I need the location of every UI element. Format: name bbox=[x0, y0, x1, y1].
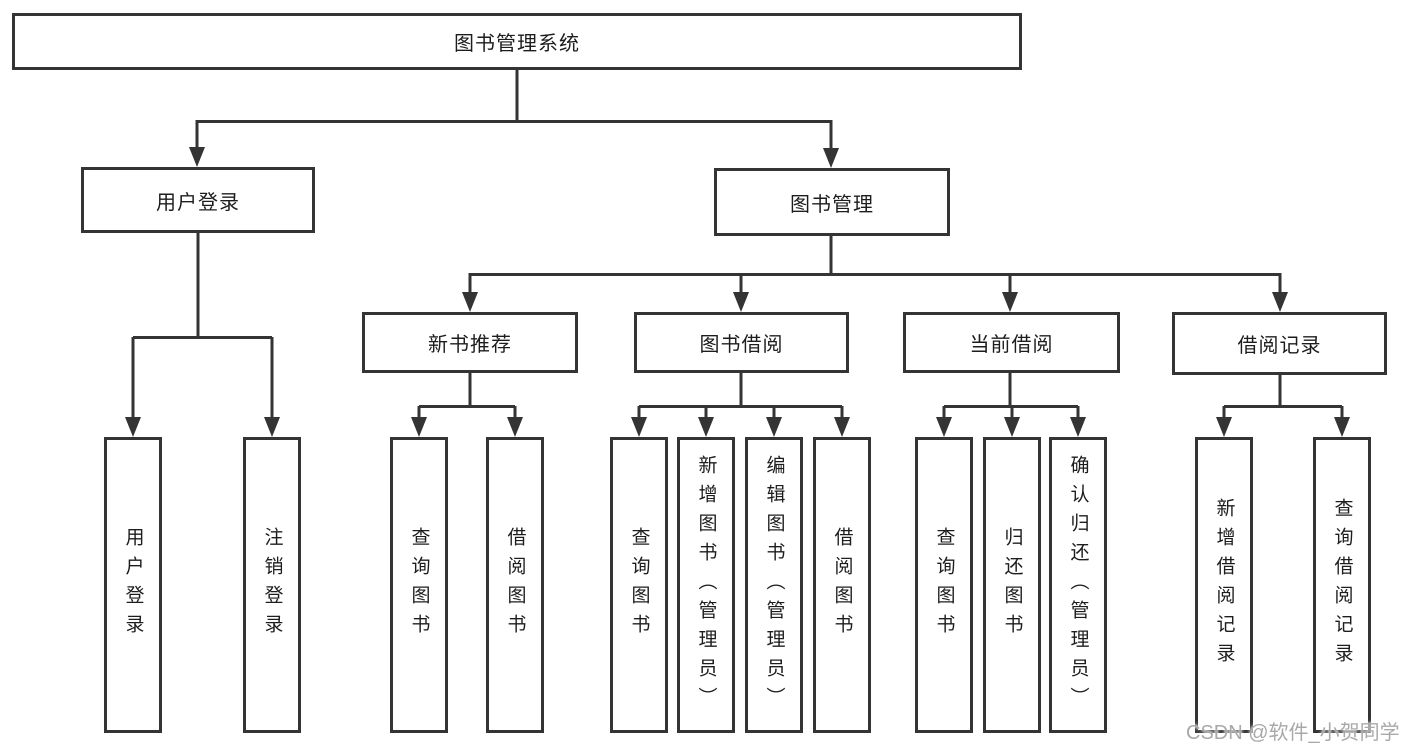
leaf-borrow-query-book: 查询图书 bbox=[610, 437, 668, 733]
node-user-login: 用户登录 bbox=[81, 167, 315, 233]
leaf-confirm-return-admin-label: 确认归还（管理员） bbox=[1067, 454, 1089, 716]
leaf-user-login-label: 用户登录 bbox=[122, 527, 144, 643]
node-borrow-record: 借阅记录 bbox=[1172, 312, 1387, 375]
leaf-current-query-book-label: 查询图书 bbox=[933, 527, 955, 643]
node-current-borrow-label: 当前借阅 bbox=[969, 334, 1054, 356]
node-root-system-label: 图书管理系统 bbox=[454, 33, 580, 55]
leaf-borrow-query-book-label: 查询图书 bbox=[628, 527, 650, 643]
leaf-return-book: 归还图书 bbox=[983, 437, 1041, 733]
leaf-add-borrow-record: 新增借阅记录 bbox=[1195, 437, 1253, 733]
leaf-current-query-book: 查询图书 bbox=[915, 437, 973, 733]
leaf-user-login: 用户登录 bbox=[104, 437, 162, 733]
leaf-borrow-book-label: 借阅图书 bbox=[831, 527, 853, 643]
leaf-edit-book-admin: 编辑图书（管理员） bbox=[745, 437, 803, 733]
leaf-logout-label: 注销登录 bbox=[261, 527, 283, 643]
leaf-recommend-query-book: 查询图书 bbox=[390, 437, 448, 733]
leaf-recommend-borrow-book-label: 借阅图书 bbox=[504, 527, 526, 643]
leaf-add-book-admin: 新增图书（管理员） bbox=[677, 437, 735, 733]
node-current-borrow: 当前借阅 bbox=[903, 312, 1120, 373]
leaf-add-borrow-record-label: 新增借阅记录 bbox=[1213, 498, 1235, 672]
node-book-borrow-label: 图书借阅 bbox=[699, 334, 784, 356]
leaf-query-borrow-record-label: 查询借阅记录 bbox=[1331, 498, 1353, 672]
node-book-borrow: 图书借阅 bbox=[634, 312, 849, 373]
leaf-add-book-admin-label: 新增图书（管理员） bbox=[695, 454, 717, 716]
node-new-book-recommend-label: 新书推荐 bbox=[428, 334, 512, 356]
node-book-management: 图书管理 bbox=[714, 168, 950, 236]
leaf-query-borrow-record: 查询借阅记录 bbox=[1313, 437, 1371, 733]
leaf-return-book-label: 归还图书 bbox=[1001, 527, 1023, 643]
arrowheads bbox=[125, 147, 1350, 437]
node-book-management-label: 图书管理 bbox=[790, 193, 874, 216]
leaf-confirm-return-admin: 确认归还（管理员） bbox=[1049, 437, 1107, 733]
node-new-book-recommend: 新书推荐 bbox=[362, 312, 578, 373]
node-root-system: 图书管理系统 bbox=[12, 13, 1022, 70]
leaf-edit-book-admin-label: 编辑图书（管理员） bbox=[763, 454, 785, 716]
leaf-recommend-borrow-book: 借阅图书 bbox=[486, 437, 544, 733]
leaf-logout: 注销登录 bbox=[243, 437, 301, 733]
node-user-login-label: 用户登录 bbox=[156, 191, 240, 214]
node-borrow-record-label: 借阅记录 bbox=[1237, 335, 1322, 357]
csdn-watermark: CSDN @软件_小贺同学 bbox=[1186, 722, 1400, 744]
leaf-borrow-book: 借阅图书 bbox=[813, 437, 871, 733]
leaf-recommend-query-book-label: 查询图书 bbox=[408, 527, 430, 643]
